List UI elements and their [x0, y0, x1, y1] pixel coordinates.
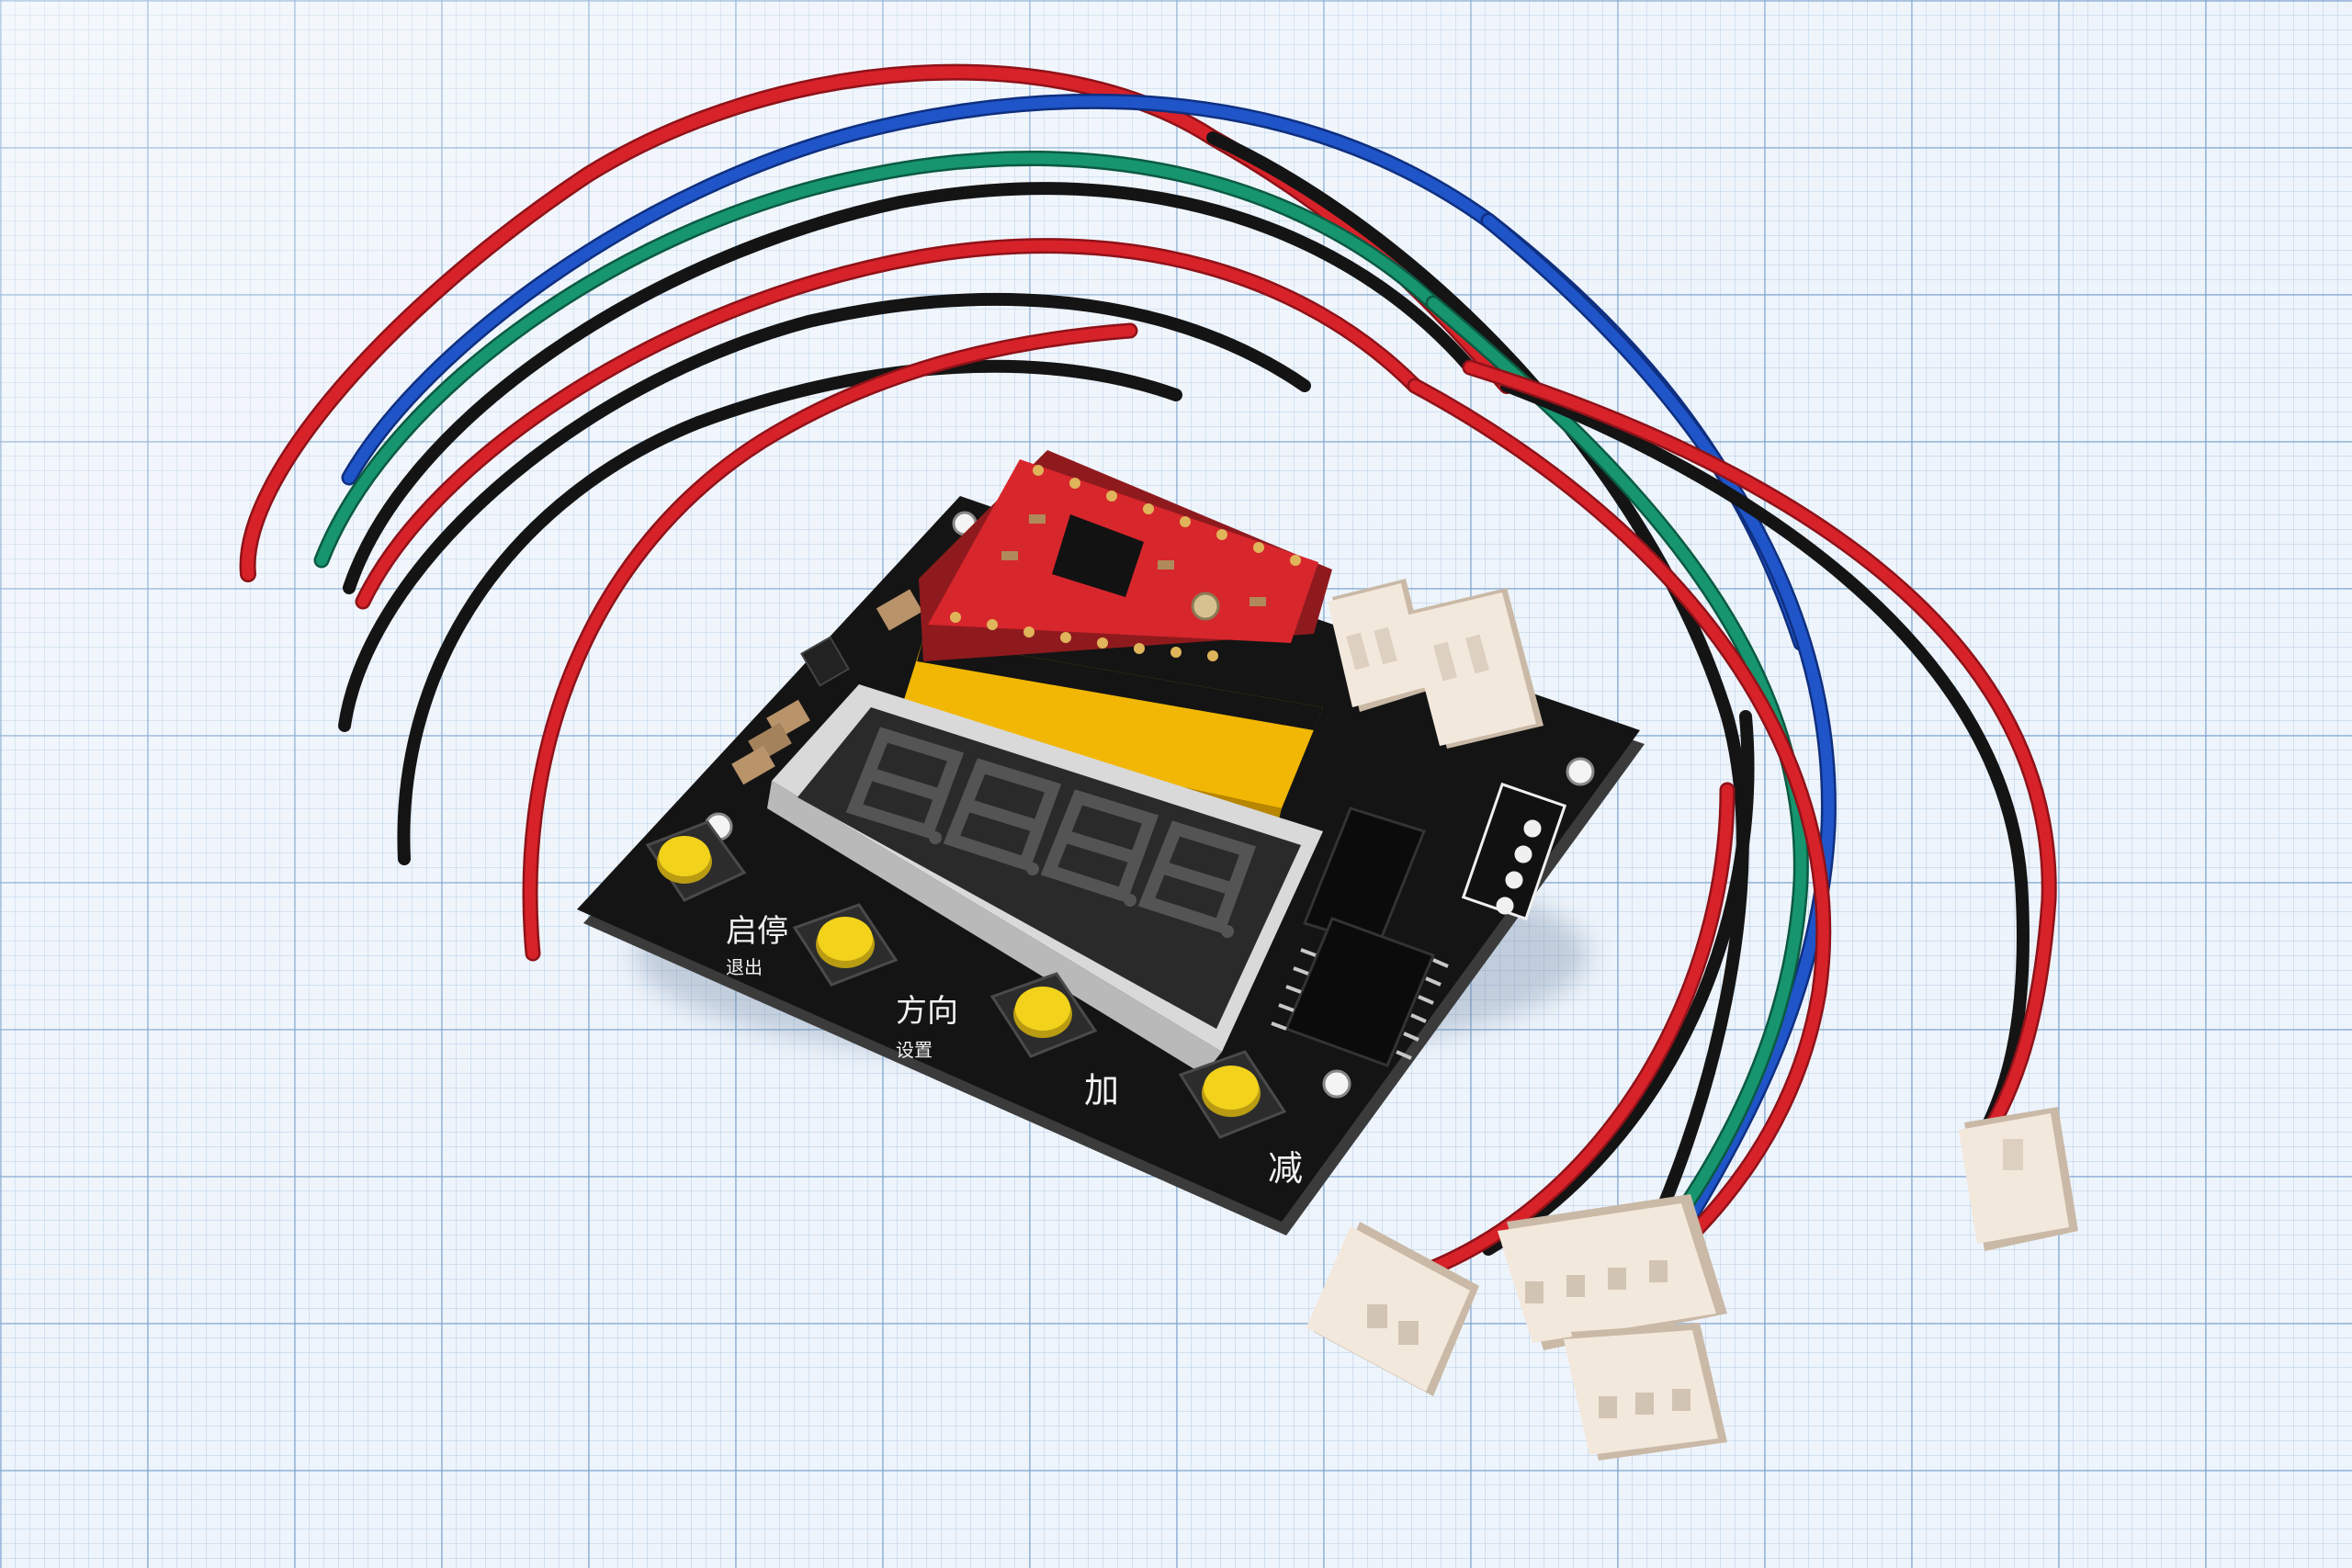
direction-button[interactable]: 方向 设置 [792, 903, 958, 1061]
connector-2pin [1959, 1107, 2078, 1251]
button-cap [818, 917, 873, 961]
digit-segments [845, 727, 1257, 934]
button-label: 方向 [896, 993, 958, 1030]
pcb-pads [1461, 782, 1567, 921]
driver-chip [1052, 514, 1144, 597]
black-wire [343, 182, 1476, 594]
button-label: 启停 [726, 913, 788, 950]
ic-chip [1271, 807, 1449, 1067]
decrease-button[interactable]: 减 [1178, 1050, 1303, 1189]
black-wire [1482, 710, 1755, 1256]
connector-4pin [1498, 1194, 1727, 1350]
button-label: 加 [1084, 1070, 1119, 1111]
wire-harness-left [239, 63, 1809, 962]
red-wire [1428, 784, 1733, 1273]
button-sublabel: 退出 [726, 956, 763, 978]
button-cap [659, 836, 710, 876]
green-wire [1428, 298, 1807, 1292]
connector-2pin [1306, 1222, 1479, 1396]
button-label: 减 [1268, 1148, 1303, 1189]
controller-board: 启停 退出 方向 设置 加 减 [577, 450, 1645, 1235]
driver-module [919, 450, 1332, 661]
seven-segment-display [767, 684, 1323, 1075]
green-wire [316, 152, 1439, 566]
mounting-hole [1566, 757, 1595, 786]
black-wire [1500, 379, 2030, 1155]
red-wire [357, 240, 1420, 607]
black-wire [338, 292, 1311, 732]
button-cap [1015, 987, 1070, 1031]
trimmer-potentiometer [1191, 592, 1220, 621]
blue-wire [1483, 215, 1835, 1282]
red-wire [1464, 362, 2055, 1145]
black-wire [397, 359, 1182, 865]
button-sublabel: 设置 [896, 1039, 933, 1061]
red-wire [525, 325, 1136, 959]
increase-button[interactable]: 加 [989, 972, 1119, 1111]
connector-3pin [1564, 1323, 1727, 1461]
black-wire [1206, 131, 1749, 1274]
smd-capacitors [731, 589, 923, 785]
start-stop-button[interactable]: 启停 退出 [645, 820, 788, 978]
button-cap [1204, 1066, 1259, 1110]
mounting-hole [1322, 1069, 1351, 1099]
board-connector [1328, 579, 1544, 749]
